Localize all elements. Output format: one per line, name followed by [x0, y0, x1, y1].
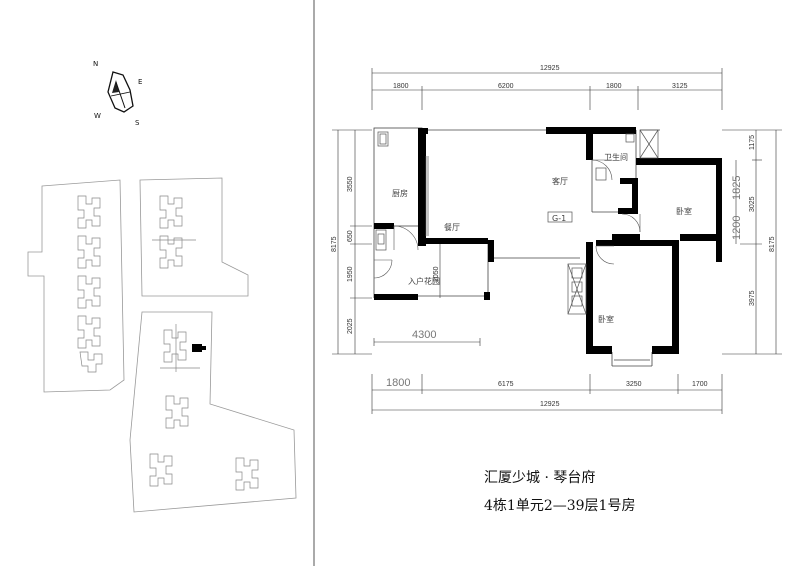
dim-inner-4300: 4300: [412, 329, 436, 341]
dim-right-2: 3025: [749, 196, 756, 212]
dim-top-3: 1800: [606, 83, 622, 90]
building-cluster-west: [77, 195, 103, 373]
fixtures: [375, 129, 659, 315]
dim-right-3: 3975: [749, 290, 756, 306]
dim-left-total: 8175: [331, 236, 338, 252]
dim-top-2: 6200: [498, 83, 514, 90]
dim-inner-1825: 1825: [731, 176, 743, 200]
site-block-west: [27, 179, 125, 393]
unit-location-marker: [200, 346, 206, 350]
compass-e: E: [138, 78, 142, 86]
compass-axis: [110, 91, 131, 97]
floor-plan: 厨房 客厅 卫生间 餐厅 入户花园 卧室 卧室 G-1: [373, 127, 722, 367]
dim-left-1: 3550: [347, 176, 354, 192]
compass-s: S: [135, 119, 140, 127]
thick-walls: [374, 127, 722, 354]
dim-inner-2050: 2050: [433, 266, 440, 282]
dim-bottom-1: 1800: [386, 377, 410, 389]
dim-top-total: 12925: [540, 65, 560, 72]
unit-location-marker: [192, 344, 202, 352]
dim-bottom-4: 1700: [692, 381, 708, 388]
marker-label: G-1: [552, 214, 566, 223]
site-plan: [27, 177, 297, 513]
room-label-bedroom-2: 卧室: [598, 314, 614, 324]
dim-inner-1200: 1200: [731, 216, 743, 240]
dim-right-1: 1175: [749, 135, 756, 150]
dim-bottom-total: 12925: [540, 401, 560, 408]
door-swings: [373, 159, 641, 279]
dim-right-total: 8175: [769, 236, 776, 252]
dim-top-1: 1800: [393, 83, 409, 90]
building-cluster-south: [149, 324, 259, 491]
room-label-dining: 餐厅: [444, 223, 460, 232]
dim-top-4: 3125: [672, 83, 688, 90]
room-label-garden: 入户花园: [408, 276, 440, 286]
compass-w: W: [94, 112, 101, 120]
compass-pointer-icon: [112, 80, 119, 93]
compass-axis: [115, 81, 126, 109]
building-cluster-north: [152, 195, 196, 269]
dimension-lines: [332, 68, 782, 414]
room-label-kitchen: 厨房: [392, 188, 408, 198]
room-label-living: 客厅: [552, 176, 568, 186]
dim-bottom-2: 6175: [498, 381, 514, 388]
room-label-bedroom-1: 卧室: [676, 206, 692, 216]
compass-rose: N E S W: [93, 60, 142, 127]
unit-title: 4栋1单元2—39层1号房: [484, 497, 635, 514]
site-block-south: [129, 311, 297, 513]
dim-left-3: 1950: [347, 266, 354, 282]
dim-left-2: 650: [347, 230, 354, 242]
dim-left-4: 2025: [347, 318, 354, 334]
compass-outline: [107, 71, 134, 113]
project-title: 汇厦少城 · 琴台府: [484, 470, 595, 486]
compass-n: N: [93, 60, 98, 68]
site-block-north: [139, 177, 249, 297]
dim-bottom-3: 3250: [626, 381, 642, 388]
room-label-bath: 卫生间: [604, 152, 628, 162]
